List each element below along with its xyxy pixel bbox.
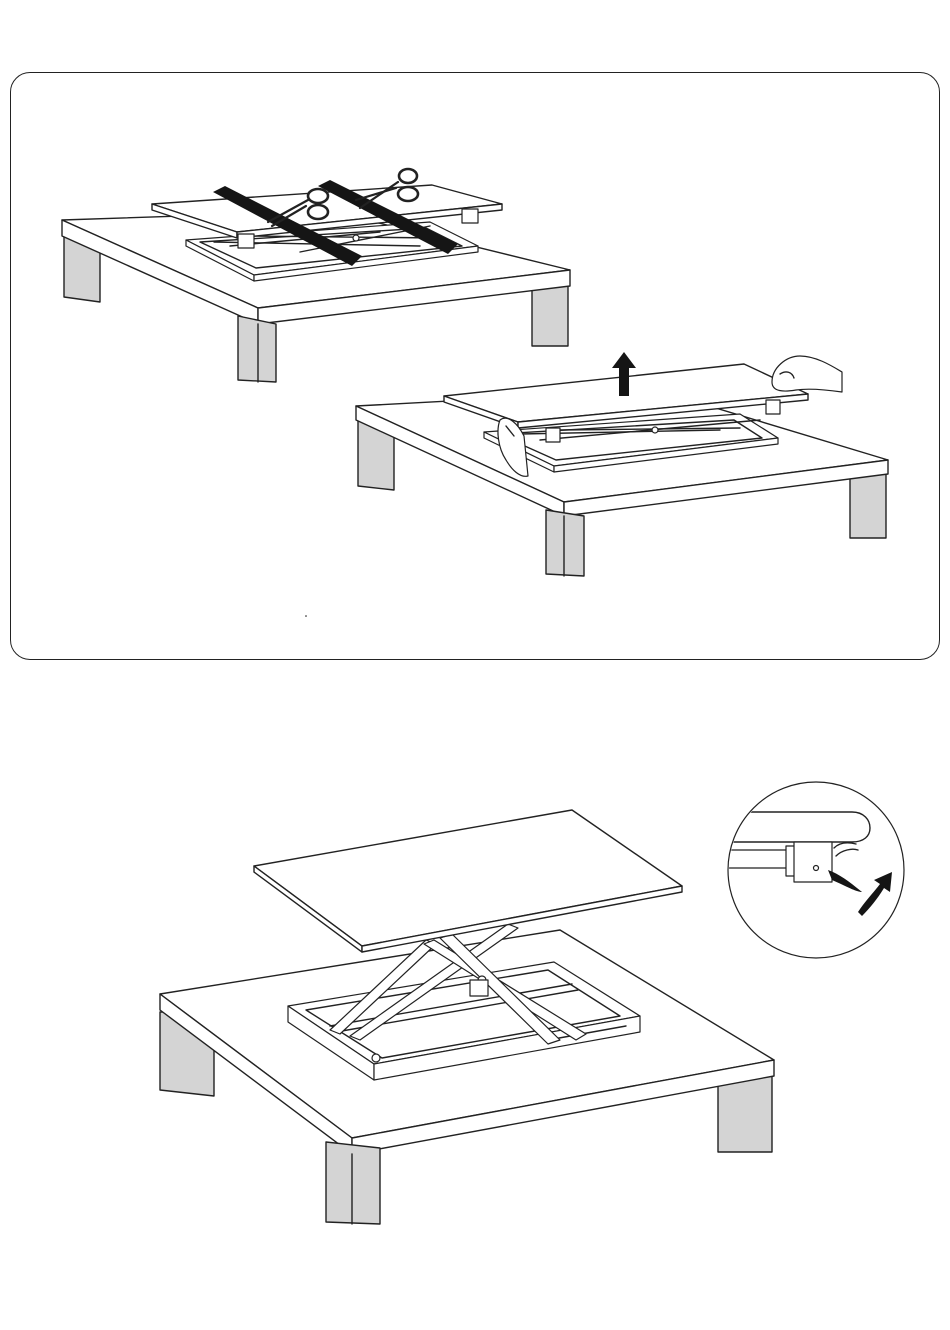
table-with-strapped-riser: [62, 169, 570, 382]
table-with-raised-riser: [160, 810, 774, 1224]
hand-icon: [772, 356, 842, 392]
table-with-lifted-riser: [356, 352, 888, 576]
lever-detail-inset: [720, 782, 904, 958]
